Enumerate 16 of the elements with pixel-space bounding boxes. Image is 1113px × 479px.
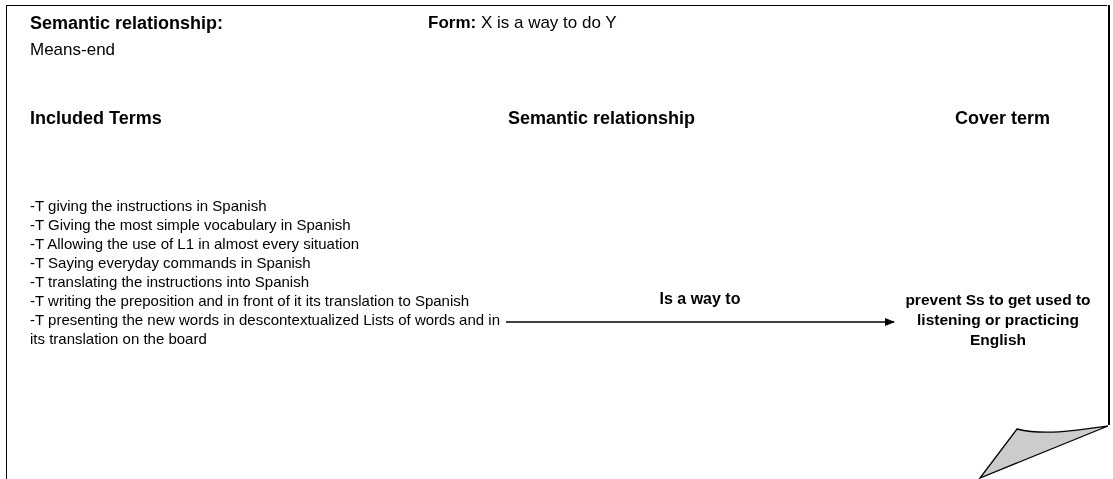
column-heading: Cover term — [955, 108, 1051, 129]
relationship-type-text: Means-end — [30, 40, 116, 60]
list-item: -T Saying everyday commands in Spanish — [30, 253, 312, 272]
column-heading: Included Terms — [30, 108, 162, 129]
list-item: -T Allowing the use of L1 in almost every situation — [30, 234, 361, 253]
form-text: Form: X is a way to do Y — [428, 13, 617, 33]
list-item: -T Giving the most simple vocabulary in Spanish — [30, 215, 352, 234]
arrow — [505, 318, 895, 326]
list-item: -T presenting the new words in descontextualized Lists of words and in its translation on the board — [30, 310, 501, 348]
cover-term-text: prevent Ss to get used to listening or practicing English — [898, 290, 1098, 350]
list-item: -T giving the instructions in Spanish — [30, 196, 268, 215]
list-item: -T translating the instructions into Spanish — [30, 272, 311, 291]
heading: Semantic relationship: — [30, 13, 224, 34]
edge-label: Is a way to — [659, 290, 741, 308]
list-item: -T writing the preposition and in front of it its translation to Spanish — [30, 291, 471, 310]
column-heading: Semantic relationship — [508, 108, 696, 129]
